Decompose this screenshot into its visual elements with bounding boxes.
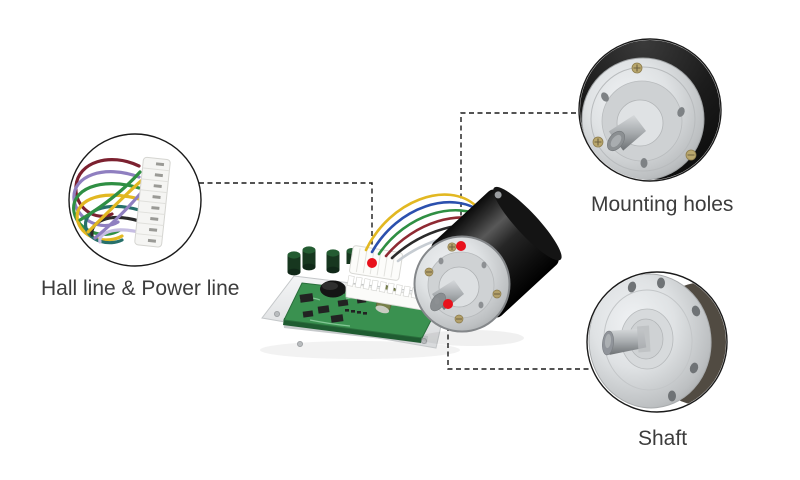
leader-line-hall-power xyxy=(199,182,373,257)
face-ring xyxy=(590,66,696,172)
capacitors xyxy=(287,246,358,276)
face-screws xyxy=(424,242,502,324)
face-holes xyxy=(434,257,487,309)
shaft-tip-highlight xyxy=(610,134,622,148)
inductor-highlight xyxy=(322,282,338,290)
shaft-cylinder xyxy=(606,328,647,355)
controller-board xyxy=(260,245,460,359)
wire xyxy=(370,200,483,254)
label-shaft: Shaft xyxy=(638,427,688,450)
wire-loops xyxy=(72,158,143,245)
board-shadow xyxy=(260,341,460,359)
connector-closeup-photo xyxy=(72,156,171,248)
face-screws xyxy=(592,62,697,161)
motor xyxy=(413,186,562,346)
wire xyxy=(364,193,478,252)
mounting-holes xyxy=(601,92,685,168)
mounting-holes-closeup-photo xyxy=(580,40,720,180)
plate-screw xyxy=(420,337,427,344)
plate-screw xyxy=(296,340,303,347)
label-hall-power-line: Hall line & Power line xyxy=(41,277,240,300)
label-mounting-holes: Mounting holes xyxy=(591,193,734,216)
marker-dot-hall-power xyxy=(367,258,377,268)
shaft-end-highlight xyxy=(604,334,612,348)
flange-holes xyxy=(627,277,701,402)
shaft-closeup-photo xyxy=(588,273,726,409)
marker-dot-mounting-holes xyxy=(456,241,466,251)
terminal-stud xyxy=(494,191,502,199)
motor-shadow xyxy=(420,330,524,346)
connector-housing xyxy=(134,156,171,248)
shaft-collar xyxy=(637,325,651,353)
plate-screw xyxy=(273,310,280,317)
pin-contacts xyxy=(147,162,165,243)
marker-dot-shaft xyxy=(443,299,453,309)
